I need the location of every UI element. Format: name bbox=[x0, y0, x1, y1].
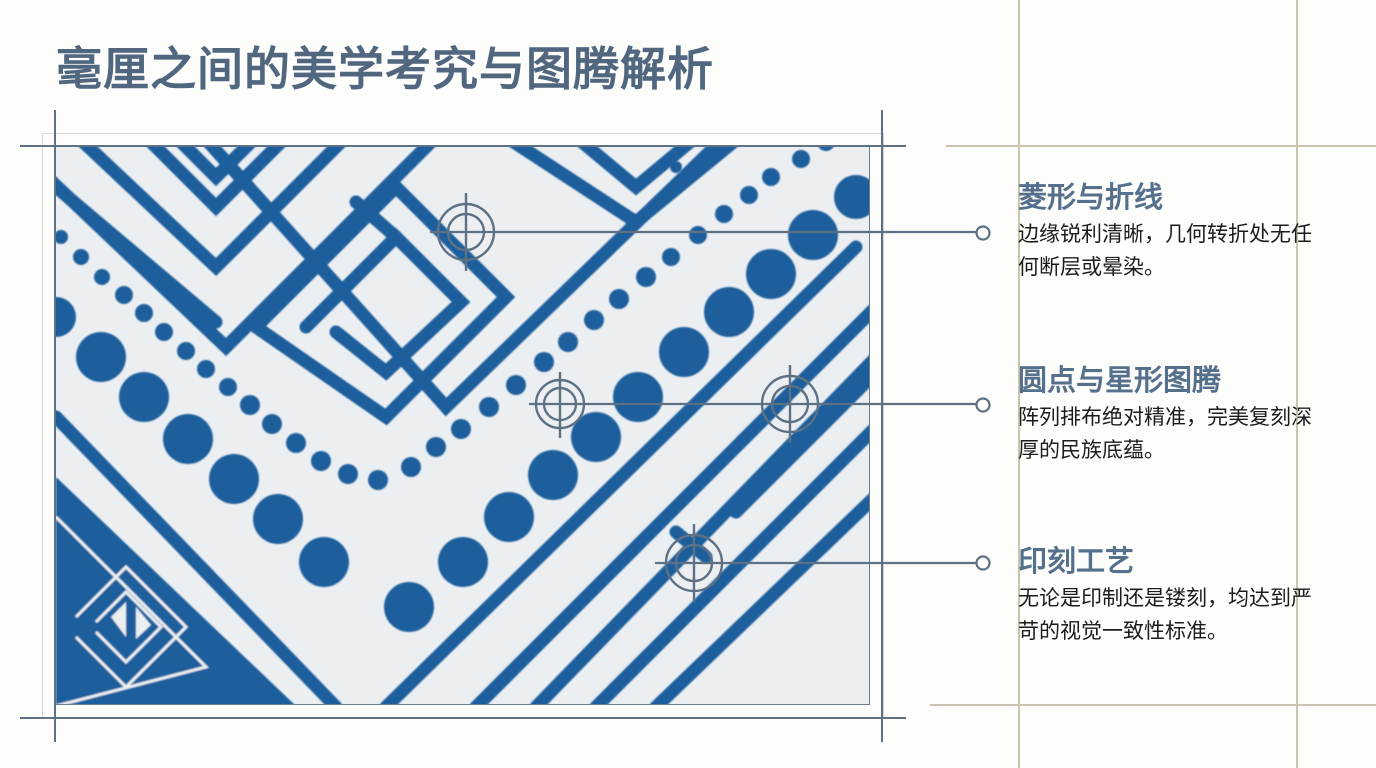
geometric-pattern-image bbox=[56, 147, 869, 704]
frame-light-top bbox=[42, 133, 884, 134]
pattern-photo bbox=[55, 146, 870, 705]
annotation-2-body: 阵列排布绝对精准，完美复刻深厚的民族底蕴。 bbox=[1018, 405, 1312, 462]
annotation-3: 印刻工艺 无论是印制还是镂刻，均达到严苛的视觉一致性标准。 bbox=[1018, 542, 1338, 648]
annotation-2-title: 圆点与星形图腾 bbox=[1018, 363, 1222, 397]
grid-line-horizontal-bottom bbox=[930, 704, 1376, 706]
frame-light-left bbox=[42, 133, 43, 718]
grid-line-vertical-1 bbox=[1018, 0, 1020, 768]
frame-line-left bbox=[54, 110, 56, 742]
leader-end-dot-2 bbox=[975, 397, 991, 413]
leader-end-dot-3 bbox=[975, 555, 991, 571]
annotation-3-title: 印刻工艺 bbox=[1018, 544, 1135, 578]
frame-line-right bbox=[881, 110, 883, 742]
target-marker-icon-2b bbox=[760, 365, 820, 443]
target-marker-icon-1 bbox=[436, 193, 496, 271]
frame-line-top bbox=[20, 145, 906, 147]
frame-line-bottom bbox=[20, 717, 906, 719]
annotation-1-body: 边缘锐利清晰，几何转折处无任何断层或晕染。 bbox=[1018, 222, 1312, 279]
annotation-3-body: 无论是印制还是镂刻，均达到严苛的视觉一致性标准。 bbox=[1018, 586, 1312, 643]
leader-end-dot-1 bbox=[975, 225, 991, 241]
target-marker-icon-3 bbox=[664, 524, 724, 602]
annotation-1-title: 菱形与折线 bbox=[1018, 180, 1164, 214]
annotation-2: 圆点与星形图腾 阵列排布绝对精准，完美复刻深厚的民族底蕴。 bbox=[1018, 361, 1338, 467]
annotation-1: 菱形与折线 边缘锐利清晰，几何转折处无任何断层或晕染。 bbox=[1018, 178, 1338, 284]
target-marker-icon-2a bbox=[534, 372, 586, 438]
grid-line-horizontal-top bbox=[946, 145, 1376, 147]
grid-line-vertical-2 bbox=[1296, 0, 1298, 768]
slide-title: 毫厘之间的美学考究与图腾解析 bbox=[56, 42, 714, 96]
frame-light-right bbox=[883, 133, 884, 718]
